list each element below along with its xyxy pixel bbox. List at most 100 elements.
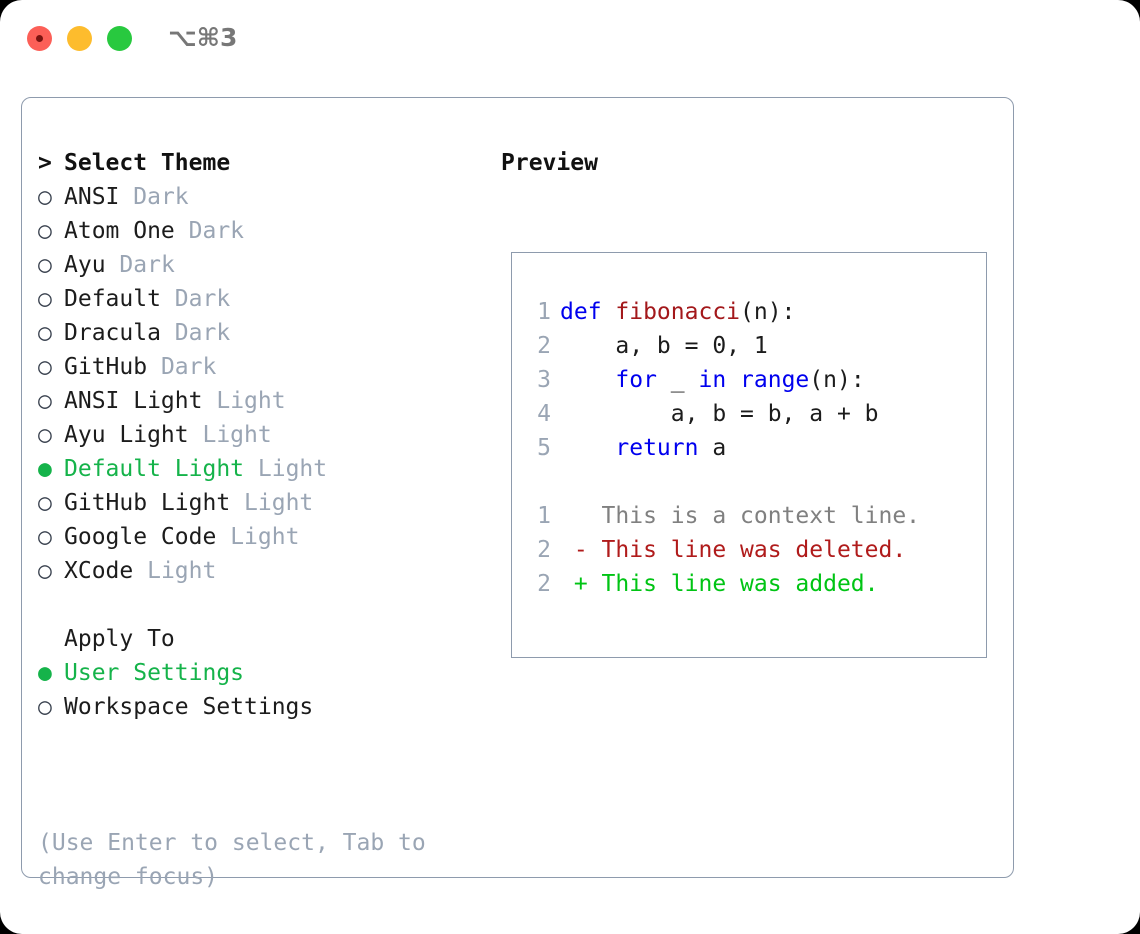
theme-tag: Light — [257, 456, 328, 482]
code-token — [560, 367, 615, 393]
radio-unselected-icon[interactable]: ○ — [38, 694, 52, 720]
theme-tag: Light — [202, 422, 272, 448]
code-token: (n): — [809, 367, 865, 393]
radio-unselected-icon[interactable]: ○ — [38, 558, 52, 584]
theme-spacer — [106, 252, 120, 278]
code-token: for — [615, 367, 657, 393]
radio-unselected-icon[interactable]: ○ — [38, 252, 52, 278]
code-token: range — [740, 367, 810, 393]
theme-spacer — [133, 558, 147, 584]
radio-unselected-icon[interactable]: ○ — [38, 286, 52, 312]
code-token: a, b = 0, 1 — [560, 333, 768, 359]
code-line — [512, 465, 986, 499]
code-line: 2 - This line was deleted. — [512, 533, 986, 567]
theme-list-item[interactable]: ○Ayu Dark — [38, 248, 478, 282]
theme-name: Google Code — [64, 524, 217, 550]
radio-unselected-icon[interactable]: ○ — [38, 184, 52, 210]
theme-name: GitHub Light — [64, 490, 231, 516]
theme-list-item[interactable]: ○ GitHub Dark — [38, 350, 478, 384]
code-token: return — [615, 435, 699, 461]
theme-list-item[interactable]: ○ Google Code Light — [38, 520, 478, 554]
code-line: 3 for _ in range(n): — [512, 363, 986, 397]
theme-list-item[interactable]: ○ Default Dark — [38, 282, 478, 316]
select-theme-header-label: Select Theme — [64, 150, 231, 176]
apply-to-bullet-placeholder: ○ — [38, 622, 64, 656]
theme-name: GitHub — [64, 354, 148, 380]
theme-spacer — [175, 218, 189, 244]
radio-unselected-icon[interactable]: ○ — [38, 320, 52, 346]
theme-list-item[interactable]: ○ ANSI Light Light — [38, 384, 478, 418]
title-bar: ⌥⌘3 — [0, 0, 1140, 78]
theme-list-item[interactable]: ○Ayu Light Light — [38, 418, 478, 452]
theme-picker-panel: >Select Theme ○ANSI Dark○Atom One Dark○A… — [21, 97, 1014, 890]
line-number: 2 — [537, 571, 551, 597]
apply-to-item[interactable]: ● User Settings — [38, 656, 478, 690]
theme-name: ANSI — [64, 184, 120, 210]
close-button[interactable] — [27, 26, 52, 51]
theme-spacer — [216, 524, 230, 550]
theme-list-item[interactable]: ●Default Light Light — [38, 452, 478, 486]
code-token: in — [698, 367, 741, 393]
theme-tag: Dark — [133, 184, 189, 210]
radio-unselected-icon[interactable]: ○ — [38, 354, 52, 380]
code-token: a, b = b, a + b — [560, 401, 879, 427]
minimize-button[interactable] — [67, 26, 92, 51]
radio-selected-icon[interactable]: ● — [38, 660, 52, 686]
apply-to-label: User Settings — [64, 660, 245, 686]
apply-to-header: ○Apply To — [38, 622, 478, 656]
line-number: 5 — [537, 435, 551, 461]
list-spacer — [38, 588, 478, 622]
radio-unselected-icon[interactable]: ○ — [38, 490, 52, 516]
radio-unselected-icon[interactable]: ○ — [38, 218, 52, 244]
apply-to-label: Workspace Settings — [64, 694, 314, 720]
code-line: 5 return a — [512, 431, 986, 465]
theme-tag: Dark — [174, 320, 231, 346]
help-text: (Use Enter to select, Tab to change focu… — [38, 830, 440, 890]
theme-list-item[interactable]: ○ Dracula Dark — [38, 316, 478, 350]
radio-unselected-icon[interactable]: ○ — [38, 422, 52, 448]
theme-spacer — [230, 490, 244, 516]
code-token: (n): — [740, 299, 796, 325]
theme-spacer — [202, 388, 216, 414]
code-token: def — [560, 299, 616, 325]
theme-spacer — [189, 422, 203, 448]
theme-tag: Dark — [160, 354, 217, 380]
theme-tag: Dark — [174, 286, 231, 312]
theme-tag: Light — [216, 388, 286, 414]
theme-tag: Light — [230, 524, 300, 550]
shortcut-label: ⌥⌘3 — [168, 23, 238, 52]
theme-name: Ayu — [64, 252, 106, 278]
theme-tag: Light — [147, 558, 217, 584]
line-number: 2 — [537, 537, 551, 563]
theme-list: ○ANSI Dark○Atom One Dark○Ayu Dark○Defaul… — [38, 180, 478, 588]
code-token: _ — [656, 367, 699, 393]
apply-to-header-label: Apply To — [64, 626, 175, 652]
theme-spacer — [119, 184, 133, 210]
theme-spacer — [244, 456, 258, 482]
preview-title: Preview — [501, 150, 598, 176]
theme-list-item[interactable]: ○ ANSI Dark — [38, 180, 478, 214]
theme-name: Default — [64, 286, 161, 312]
line-number: 1 — [537, 299, 551, 325]
radio-selected-icon[interactable]: ● — [38, 456, 52, 482]
code-token: This is a context line. — [560, 503, 921, 529]
theme-name: Dracula — [64, 320, 161, 346]
apply-to-item[interactable]: ○ Workspace Settings — [38, 690, 478, 724]
line-number: 1 — [537, 503, 551, 529]
radio-unselected-icon[interactable]: ○ — [38, 524, 52, 550]
code-line: 2 a, b = 0, 1 — [512, 329, 986, 363]
theme-list-item[interactable]: ○XCode Light — [38, 554, 478, 588]
code-token: - This line was deleted. — [560, 537, 907, 563]
code-line: 4 a, b = b, a + b — [512, 397, 986, 431]
theme-list-item[interactable]: ○ GitHub Light Light — [38, 486, 478, 520]
theme-list-item[interactable]: ○Atom One Dark — [38, 214, 478, 248]
theme-selection-column: >Select Theme ○ANSI Dark○Atom One Dark○A… — [38, 146, 478, 724]
theme-tag: Light — [244, 490, 314, 516]
line-number: 2 — [537, 333, 551, 359]
maximize-button[interactable] — [107, 26, 132, 51]
theme-name: ANSI Light — [64, 388, 203, 414]
radio-unselected-icon[interactable]: ○ — [38, 388, 52, 414]
